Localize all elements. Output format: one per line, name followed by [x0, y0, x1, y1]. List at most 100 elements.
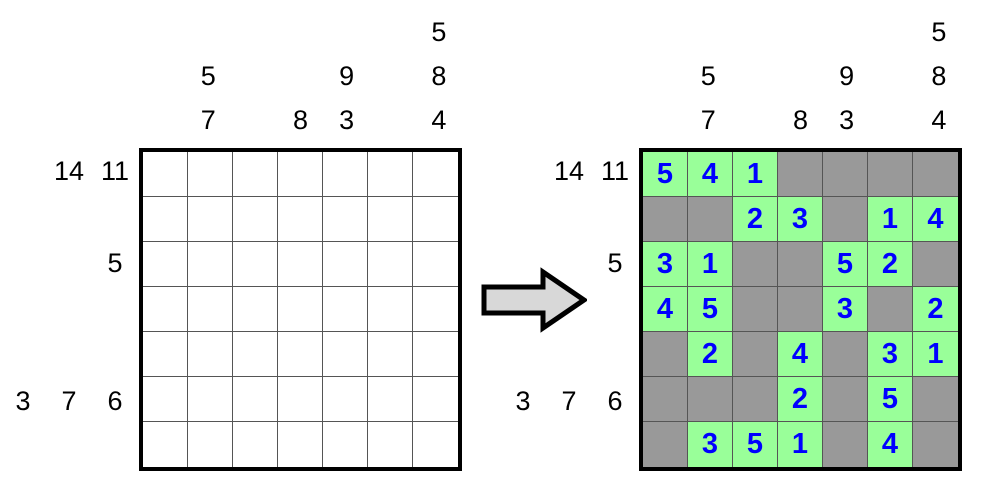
grid-cell-r7c2[interactable]: 3	[688, 422, 733, 467]
grid-cell-r2c1[interactable]	[643, 197, 688, 242]
grid-cell-r7c3[interactable]	[233, 422, 278, 467]
grid-cell-r5c7[interactable]	[413, 332, 458, 377]
grid-cell-r5c4[interactable]: 4	[778, 332, 823, 377]
grid-cell-r1c3[interactable]	[233, 152, 278, 197]
grid-cell-r1c1[interactable]	[143, 152, 188, 197]
grid-cell-r1c4[interactable]	[778, 152, 823, 197]
grid-cell-r3c4[interactable]	[778, 242, 823, 287]
grid-cell-r3c5[interactable]: 5	[823, 242, 868, 287]
grid-cell-r7c1[interactable]	[143, 422, 188, 467]
grid-cell-r4c1[interactable]: 4	[643, 287, 688, 332]
grid-cell-r6c6[interactable]: 5	[868, 377, 913, 422]
grid-cell-r6c4[interactable]	[278, 377, 323, 422]
grid-cell-r7c5[interactable]	[323, 422, 368, 467]
grid-cell-r5c6[interactable]	[368, 332, 413, 377]
grid-cell-r3c1[interactable]: 3	[643, 242, 688, 287]
grid-cell-r3c2[interactable]	[188, 242, 233, 287]
grid-cell-r4c6[interactable]	[868, 287, 913, 332]
grid-cell-r3c5[interactable]	[323, 242, 368, 287]
grid-cell-r2c4[interactable]: 3	[778, 197, 823, 242]
grid-cell-r6c5[interactable]	[323, 377, 368, 422]
grid-cell-r4c7[interactable]: 2	[913, 287, 958, 332]
grid-cell-r2c5[interactable]	[323, 197, 368, 242]
grid-cell-r6c1[interactable]	[643, 377, 688, 422]
grid-cell-r1c2[interactable]	[188, 152, 233, 197]
grid-cell-r4c5[interactable]	[323, 287, 368, 332]
puzzle-grid-left[interactable]	[139, 148, 462, 471]
grid-cell-r5c5[interactable]	[323, 332, 368, 377]
grid-cell-r1c7[interactable]	[913, 152, 958, 197]
grid-cell-r7c6[interactable]: 4	[868, 422, 913, 467]
grid-cell-r4c4[interactable]	[778, 287, 823, 332]
grid-cell-r7c4[interactable]	[278, 422, 323, 467]
grid-cell-r3c3[interactable]	[733, 242, 778, 287]
grid-cell-r3c6[interactable]	[368, 242, 413, 287]
grid-cell-r2c7[interactable]: 4	[913, 197, 958, 242]
grid-cell-r5c5[interactable]	[823, 332, 868, 377]
grid-cell-r1c1[interactable]: 5	[643, 152, 688, 197]
grid-cell-r1c3[interactable]: 1	[733, 152, 778, 197]
grid-cell-r3c7[interactable]	[413, 242, 458, 287]
grid-cell-r7c2[interactable]	[188, 422, 233, 467]
grid-cell-r3c4[interactable]	[278, 242, 323, 287]
grid-cell-r1c2[interactable]: 4	[688, 152, 733, 197]
grid-cell-r4c3[interactable]	[733, 287, 778, 332]
grid-cell-r6c3[interactable]	[233, 377, 278, 422]
grid-cell-r6c2[interactable]	[188, 377, 233, 422]
grid-cell-r2c2[interactable]	[188, 197, 233, 242]
grid-cell-r4c5[interactable]: 3	[823, 287, 868, 332]
grid-cell-r7c1[interactable]	[643, 422, 688, 467]
grid-cell-r4c6[interactable]	[368, 287, 413, 332]
grid-cell-r4c2[interactable]: 5	[688, 287, 733, 332]
grid-cell-r2c4[interactable]	[278, 197, 323, 242]
grid-cell-r5c6[interactable]: 3	[868, 332, 913, 377]
grid-cell-r2c5[interactable]	[823, 197, 868, 242]
grid-cell-r3c3[interactable]	[233, 242, 278, 287]
grid-cell-r2c6[interactable]: 1	[868, 197, 913, 242]
grid-cell-r4c1[interactable]	[143, 287, 188, 332]
grid-cell-r6c3[interactable]	[733, 377, 778, 422]
grid-cell-r5c4[interactable]	[278, 332, 323, 377]
grid-cell-r4c4[interactable]	[278, 287, 323, 332]
grid-cell-r7c3[interactable]: 5	[733, 422, 778, 467]
grid-cell-r2c1[interactable]	[143, 197, 188, 242]
grid-cell-r1c4[interactable]	[278, 152, 323, 197]
grid-cell-r2c6[interactable]	[368, 197, 413, 242]
grid-cell-r1c7[interactable]	[413, 152, 458, 197]
grid-cell-r7c4[interactable]: 1	[778, 422, 823, 467]
grid-cell-r5c2[interactable]	[188, 332, 233, 377]
grid-cell-r6c5[interactable]	[823, 377, 868, 422]
grid-cell-r1c5[interactable]	[323, 152, 368, 197]
grid-cell-r3c7[interactable]	[913, 242, 958, 287]
grid-cell-r5c1[interactable]	[143, 332, 188, 377]
grid-cell-r6c7[interactable]	[913, 377, 958, 422]
grid-cell-r2c2[interactable]	[688, 197, 733, 242]
grid-cell-r1c5[interactable]	[823, 152, 868, 197]
grid-cell-r4c3[interactable]	[233, 287, 278, 332]
grid-cell-r2c3[interactable]: 2	[733, 197, 778, 242]
grid-cell-r1c6[interactable]	[868, 152, 913, 197]
grid-cell-r6c7[interactable]	[413, 377, 458, 422]
grid-cell-r3c1[interactable]	[143, 242, 188, 287]
grid-cell-r5c1[interactable]	[643, 332, 688, 377]
grid-cell-r6c1[interactable]	[143, 377, 188, 422]
grid-cell-r2c7[interactable]	[413, 197, 458, 242]
grid-cell-r7c5[interactable]	[823, 422, 868, 467]
grid-cell-r4c7[interactable]	[413, 287, 458, 332]
grid-cell-r5c3[interactable]	[233, 332, 278, 377]
grid-cell-r5c3[interactable]	[733, 332, 778, 377]
grid-cell-r7c7[interactable]	[413, 422, 458, 467]
grid-cell-r3c2[interactable]: 1	[688, 242, 733, 287]
grid-cell-r7c7[interactable]	[913, 422, 958, 467]
grid-cell-r2c3[interactable]	[233, 197, 278, 242]
grid-cell-r3c6[interactable]: 2	[868, 242, 913, 287]
grid-cell-r5c2[interactable]: 2	[688, 332, 733, 377]
grid-cell-r1c6[interactable]	[368, 152, 413, 197]
grid-cell-r6c4[interactable]: 2	[778, 377, 823, 422]
grid-cell-r6c2[interactable]	[688, 377, 733, 422]
grid-cell-r5c7[interactable]: 1	[913, 332, 958, 377]
grid-cell-r4c2[interactable]	[188, 287, 233, 332]
grid-cell-r7c6[interactable]	[368, 422, 413, 467]
grid-cell-r6c6[interactable]	[368, 377, 413, 422]
